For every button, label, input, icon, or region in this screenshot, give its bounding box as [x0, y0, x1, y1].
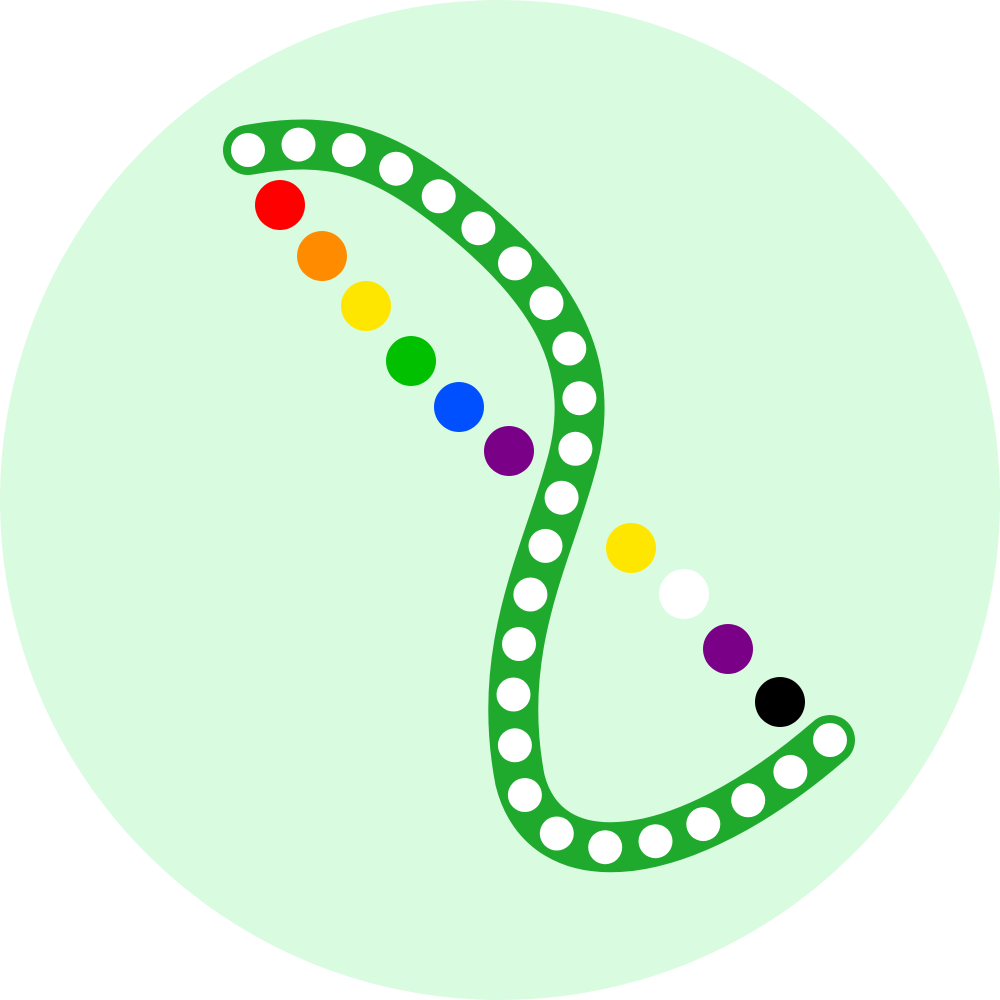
- path-dot: [731, 783, 766, 818]
- path-dot: [562, 381, 597, 416]
- path-dot: [496, 677, 531, 712]
- path-dot: [686, 807, 721, 842]
- path-dot: [529, 286, 564, 321]
- color-dot-purple: [703, 624, 753, 674]
- color-dot-yellow: [606, 523, 656, 573]
- path-dot: [461, 211, 496, 246]
- color-dot-purple: [484, 426, 534, 476]
- path-dot: [539, 816, 574, 851]
- path-dot: [231, 133, 265, 167]
- path-dot: [638, 824, 673, 859]
- path-dot: [421, 179, 456, 214]
- path-dot: [498, 246, 532, 281]
- color-dot-black: [755, 677, 805, 727]
- path-dot: [773, 754, 808, 789]
- path-dot: [588, 830, 623, 865]
- path-dot: [558, 431, 593, 466]
- path-dot: [497, 728, 532, 763]
- path-dot: [513, 577, 548, 612]
- path-dot: [813, 723, 847, 757]
- color-dots-group: [255, 180, 805, 727]
- path-dot: [331, 133, 366, 167]
- color-dot-red: [255, 180, 305, 230]
- path-dot: [281, 127, 316, 162]
- path-dot: [528, 528, 563, 563]
- color-dot-yellow: [341, 281, 391, 331]
- color-dot-white: [659, 569, 709, 619]
- color-dot-blue: [434, 382, 484, 432]
- path-dot: [502, 627, 536, 661]
- path-dot: [379, 151, 414, 186]
- color-dot-orange: [297, 231, 347, 281]
- color-dot-green: [386, 336, 436, 386]
- path-dot: [507, 778, 542, 812]
- path-dot: [544, 480, 579, 515]
- path-dots-group: [231, 127, 847, 865]
- path-dot: [552, 331, 587, 366]
